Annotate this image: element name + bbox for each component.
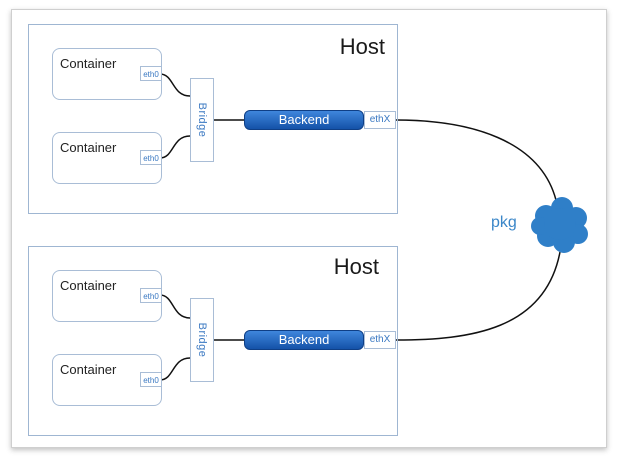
host-1-bridge: Bridge <box>190 78 214 162</box>
host-2-bridge: Bridge <box>190 298 214 382</box>
container-label: Container <box>60 278 117 293</box>
host-1-container-2: Container eth0 <box>52 132 162 184</box>
host-1-backend: Backend <box>244 110 364 130</box>
eth0-port: eth0 <box>140 372 162 387</box>
container-label: Container <box>60 140 117 155</box>
eth0-port: eth0 <box>140 150 162 165</box>
bridge-label: Bridge <box>196 102 208 138</box>
bridge-label: Bridge <box>196 322 208 358</box>
host-1-container-1: Container eth0 <box>52 48 162 100</box>
eth0-port: eth0 <box>140 66 162 81</box>
host-2-label: Host <box>333 254 379 279</box>
host-2-backend: Backend <box>244 330 364 350</box>
host-1: Host <box>28 24 398 214</box>
host-1-ethx-port: ethX <box>364 111 396 129</box>
host-2-container-1: Container eth0 <box>52 270 162 322</box>
container-label: Container <box>60 56 117 71</box>
network-label: pkg <box>491 214 517 231</box>
host-1-label: Host <box>339 34 385 59</box>
host-2-ethx-port: ethX <box>364 331 396 349</box>
host-2-container-2: Container eth0 <box>52 354 162 406</box>
container-label: Container <box>60 362 117 377</box>
eth0-port: eth0 <box>140 288 162 303</box>
host-2: Host <box>28 246 398 436</box>
